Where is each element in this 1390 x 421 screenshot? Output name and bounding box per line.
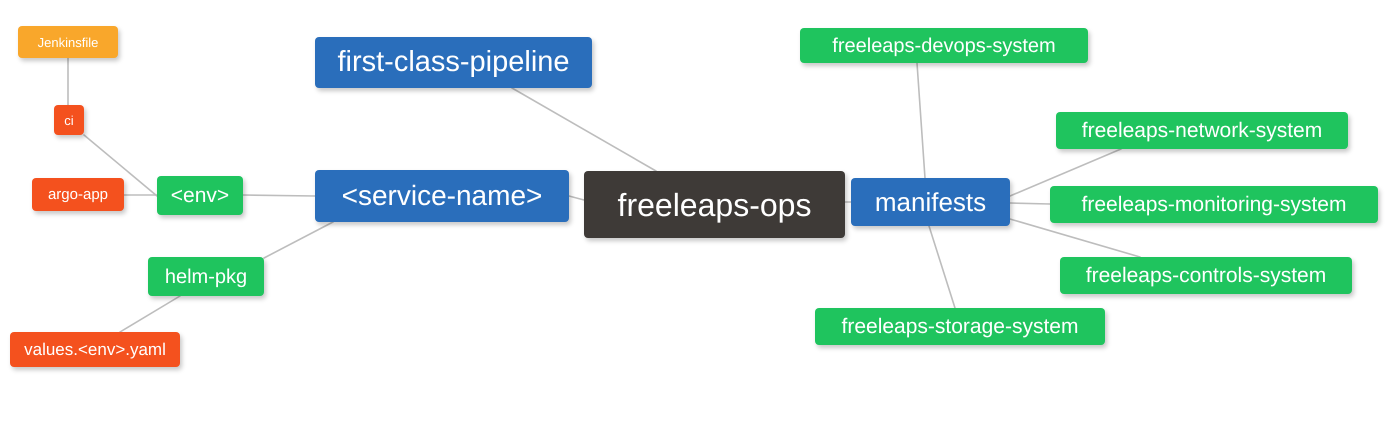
edge-service-name-to-freeleaps-ops bbox=[568, 195, 585, 201]
node-ci[interactable]: ci bbox=[54, 105, 84, 135]
node-helm-pkg[interactable]: helm-pkg bbox=[148, 257, 264, 296]
node-label-ci: ci bbox=[64, 112, 74, 128]
node-label-freeleaps-monitoring-system: freeleaps-monitoring-system bbox=[1081, 193, 1347, 216]
node-values-env-yaml[interactable]: values.<env>.yaml bbox=[10, 332, 180, 367]
edge-manifests-to-freeleaps-storage-system bbox=[928, 225, 956, 309]
node-freeleaps-controls-system[interactable]: freeleaps-controls-system bbox=[1060, 257, 1352, 294]
node-freeleaps-devops-system[interactable]: freeleaps-devops-system bbox=[800, 28, 1088, 63]
node-freeleaps-monitoring-system[interactable]: freeleaps-monitoring-system bbox=[1050, 186, 1378, 223]
edge-manifests-to-freeleaps-controls-system bbox=[1009, 218, 1141, 258]
node-freeleaps-storage-system[interactable]: freeleaps-storage-system bbox=[815, 308, 1105, 345]
edge-service-name-to-helm-pkg bbox=[263, 221, 334, 259]
node-label-manifests: manifests bbox=[874, 187, 987, 217]
node-label-freeleaps-controls-system: freeleaps-controls-system bbox=[1085, 264, 1327, 287]
node-label-service-name: <service-name> bbox=[341, 180, 543, 211]
node-label-freeleaps-devops-system: freeleaps-devops-system bbox=[832, 34, 1056, 57]
node-label-freeleaps-network-system: freeleaps-network-system bbox=[1081, 119, 1323, 142]
edge-first-class-pipeline-to-freeleaps-ops bbox=[511, 87, 657, 172]
node-label-jenkinsfile: Jenkinsfile bbox=[37, 34, 99, 50]
edge-manifests-to-freeleaps-monitoring-system bbox=[1009, 202, 1051, 205]
node-label-freeleaps-storage-system: freeleaps-storage-system bbox=[841, 315, 1079, 338]
node-jenkinsfile[interactable]: Jenkinsfile bbox=[18, 26, 118, 58]
node-label-values-env-yaml: values.<env>.yaml bbox=[24, 340, 166, 359]
edge-helm-pkg-to-values-env-yaml bbox=[119, 295, 181, 333]
node-service-name[interactable]: <service-name> bbox=[315, 170, 569, 222]
node-manifests[interactable]: manifests bbox=[851, 178, 1010, 226]
node-freeleaps-network-system[interactable]: freeleaps-network-system bbox=[1056, 112, 1348, 149]
node-first-class-pipeline[interactable]: first-class-pipeline bbox=[315, 37, 592, 88]
node-label-argo-app: argo-app bbox=[47, 186, 109, 203]
node-env[interactable]: <env> bbox=[157, 176, 243, 215]
edge-manifests-to-freeleaps-devops-system bbox=[916, 62, 926, 179]
node-freeleaps-ops[interactable]: freeleaps-ops bbox=[584, 171, 845, 238]
node-argo-app[interactable]: argo-app bbox=[32, 178, 124, 211]
node-label-freeleaps-ops: freeleaps-ops bbox=[617, 186, 812, 223]
edge-env-to-service-name bbox=[242, 194, 316, 197]
node-label-helm-pkg: helm-pkg bbox=[164, 265, 248, 288]
node-label-env: <env> bbox=[170, 184, 230, 207]
node-label-first-class-pipeline: first-class-pipeline bbox=[337, 46, 570, 78]
